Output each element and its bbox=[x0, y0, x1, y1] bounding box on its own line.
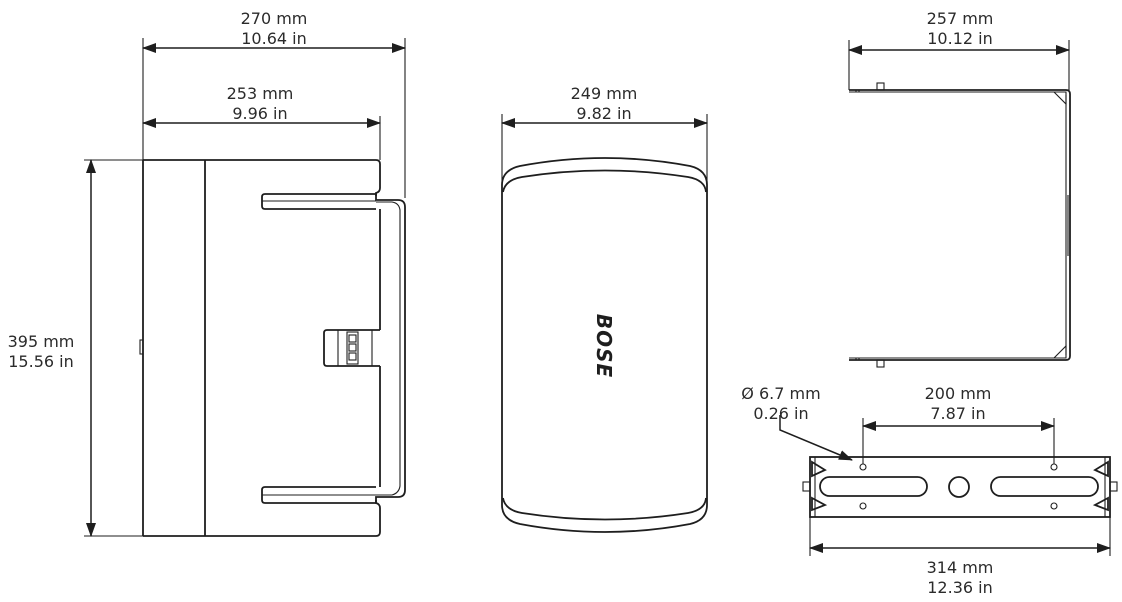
body-depth-in: 9.96 in bbox=[232, 104, 288, 123]
label-body-depth: 253 mm 9.96 in bbox=[200, 84, 320, 124]
front-width-mm: 249 mm bbox=[570, 84, 638, 103]
hole-spacing-in: 7.87 in bbox=[930, 404, 986, 423]
label-bracket-width: 257 mm 10.12 in bbox=[900, 9, 1020, 49]
hole-diameter-mm: Ø 6.7 mm bbox=[741, 384, 821, 403]
bracket-overall-width-mm: 314 mm bbox=[926, 558, 994, 577]
bose-logo: BOSE bbox=[592, 314, 616, 378]
label-height: 395 mm 15.56 in bbox=[0, 332, 82, 372]
height-mm: 395 mm bbox=[7, 332, 75, 351]
label-overall-depth: 270 mm 10.64 in bbox=[214, 9, 334, 49]
height-in: 15.56 in bbox=[8, 352, 74, 371]
bracket-overall-width-in: 12.36 in bbox=[927, 578, 993, 597]
bracket-front-view bbox=[779, 415, 1118, 556]
label-hole-diameter: Ø 6.7 mm 0.26 in bbox=[726, 384, 836, 424]
overall-depth-mm: 270 mm bbox=[240, 9, 308, 28]
hole-spacing-mm: 200 mm bbox=[924, 384, 992, 403]
leader-hole-diameter bbox=[779, 415, 853, 461]
bracket-top-view bbox=[848, 40, 1071, 368]
front-view: BOSE bbox=[501, 114, 708, 533]
front-width-in: 9.82 in bbox=[576, 104, 632, 123]
label-front-width: 249 mm 9.82 in bbox=[544, 84, 664, 124]
bracket-width-in: 10.12 in bbox=[927, 29, 993, 48]
label-bracket-overall-width: 314 mm 12.36 in bbox=[900, 558, 1020, 598]
bracket-width-mm: 257 mm bbox=[926, 9, 994, 28]
hole-diameter-in: 0.26 in bbox=[753, 404, 809, 423]
overall-depth-in: 10.64 in bbox=[241, 29, 307, 48]
svg-text:BOSE: BOSE bbox=[592, 314, 616, 378]
label-hole-spacing: 200 mm 7.87 in bbox=[898, 384, 1018, 424]
side-view bbox=[84, 38, 406, 537]
body-depth-mm: 253 mm bbox=[226, 84, 294, 103]
